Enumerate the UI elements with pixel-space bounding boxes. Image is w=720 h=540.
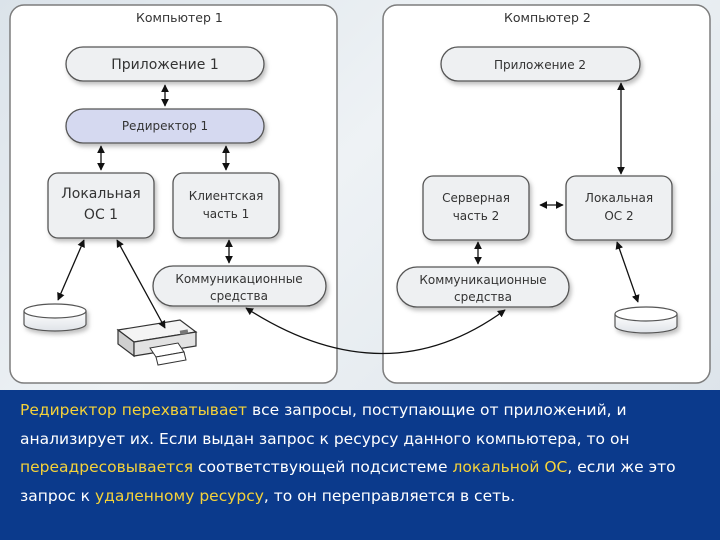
local-os1-label-line2: ОС 1 — [84, 207, 118, 223]
caption-highlight-redirector: Редиректор перехватывает — [20, 401, 248, 419]
redirector1-label: Редиректор 1 — [122, 119, 208, 133]
disk2-icon — [614, 306, 678, 334]
server2-label-line2: часть 2 — [453, 209, 500, 223]
computer2-title: Компьютер 2 — [504, 10, 591, 25]
caption-highlight-redirected: переадресовывается — [20, 458, 194, 476]
caption-text: Редиректор перехватывает все запросы, по… — [20, 396, 704, 510]
local-os1-label-line1: Локальная — [61, 186, 140, 202]
client1-label-line1: Клиентская — [189, 189, 264, 203]
redirector1-node — [65, 108, 265, 144]
comm1-label-line2: средства — [210, 289, 268, 303]
local-os2-node — [565, 175, 673, 241]
printer-icon — [116, 319, 198, 366]
local-os2-label-line2: ОС 2 — [604, 209, 633, 223]
server2-node — [422, 175, 530, 241]
comm2-label-line2: средства — [454, 290, 512, 304]
computer1-title: Компьютер 1 — [136, 10, 223, 25]
caption-highlight-local-os: локальной ОС — [452, 458, 568, 476]
caption-segment: соответствующей подсистеме — [193, 458, 453, 476]
comm1-label-line1: Коммуникационные — [175, 272, 302, 286]
caption-highlight-remote-resource: удаленному ресурсу — [94, 486, 264, 505]
caption-segment: все запросы, поступающие от приложений, … — [20, 401, 630, 448]
server2-label-line1: Серверная — [442, 191, 510, 205]
app1-label: Приложение 1 — [111, 57, 218, 73]
disk1-icon — [23, 303, 87, 332]
caption-box: Редиректор перехватывает все запросы, по… — [0, 390, 720, 540]
caption-segment: , то он переправляется в сеть. — [263, 486, 516, 505]
client1-node — [172, 172, 280, 239]
architecture-diagram: Компьютер 1 Компьютер 2 Приложение 1 Ред… — [9, 4, 711, 384]
client1-label-line2: часть 1 — [203, 207, 250, 221]
app2-node — [440, 46, 641, 82]
local-os2-label-line1: Локальная — [585, 191, 653, 205]
comm2-node — [396, 266, 570, 308]
comm2-label-line1: Коммуникационные — [419, 273, 546, 287]
app1-node — [65, 46, 265, 82]
connector-arrows — [57, 82, 640, 355]
app2-label: Приложение 2 — [494, 58, 586, 72]
local-os1-node — [47, 172, 155, 239]
caption-segment: , если же это запрос к — [20, 458, 676, 505]
